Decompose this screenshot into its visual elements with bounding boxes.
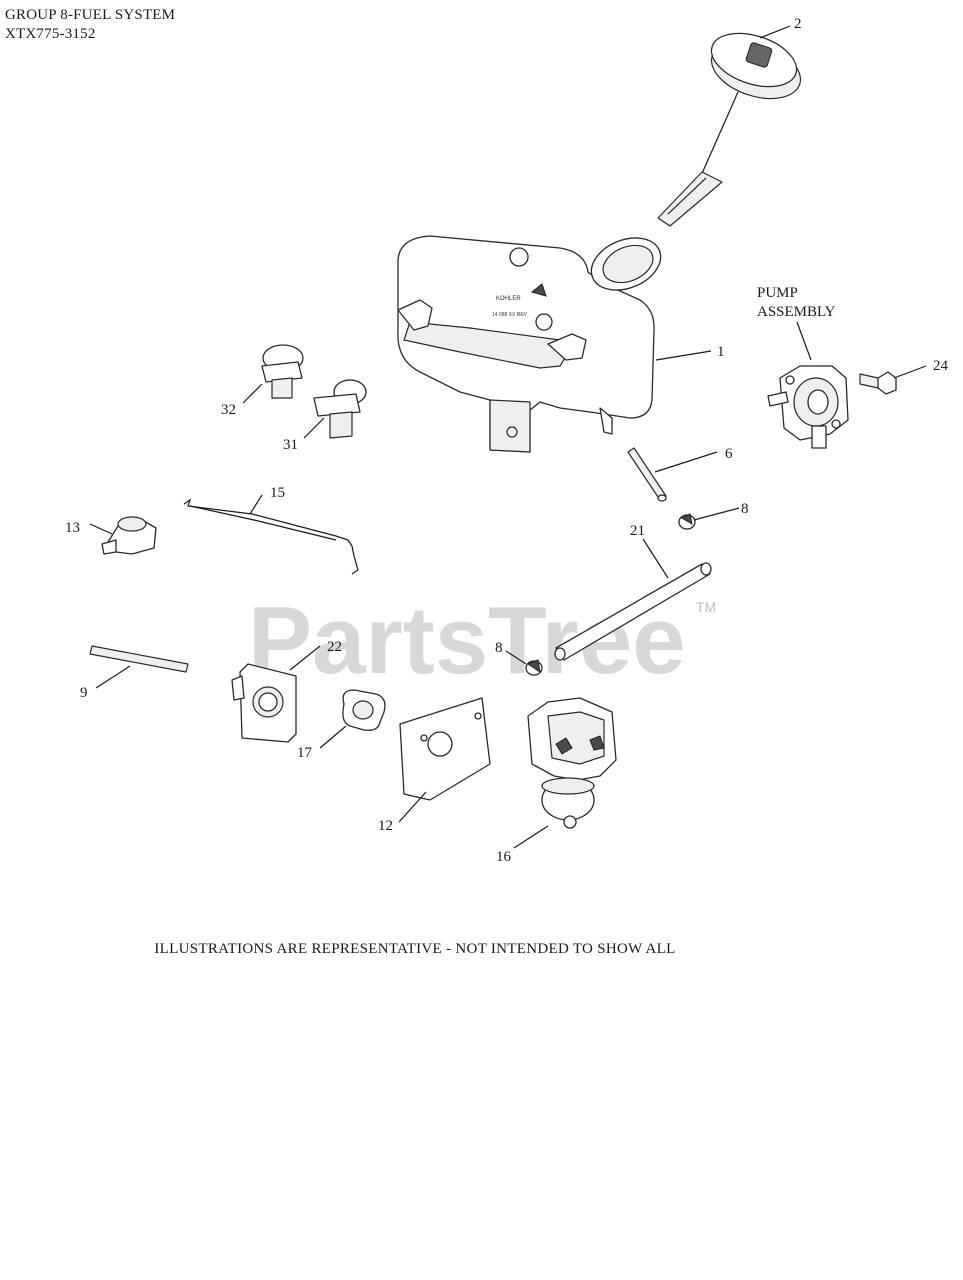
gasket-part[interactable]: [342, 689, 386, 731]
callout-13[interactable]: 13: [65, 520, 80, 536]
leader-lines: [89, 25, 927, 849]
hose-clamp-lower-part[interactable]: [525, 659, 543, 676]
watermark-trademark: TM: [696, 599, 716, 615]
callout-17[interactable]: 17: [297, 745, 313, 761]
svg-text:KOHLER: KOHLER: [496, 296, 521, 302]
callout-8-lower[interactable]: 8: [495, 640, 503, 656]
fuel-hose-part[interactable]: [554, 562, 712, 661]
callout-22[interactable]: 22: [327, 639, 342, 655]
callout-32[interactable]: 32: [221, 402, 236, 418]
pump-assembly-label-line2: ASSEMBLY: [757, 304, 836, 320]
callout-1[interactable]: 1: [717, 344, 725, 360]
disclaimer-note: ILLUSTRATIONS ARE REPRESENTATIVE - NOT I…: [154, 941, 676, 957]
fuel-solenoid-part[interactable]: [101, 516, 157, 555]
callout-21[interactable]: 21: [630, 523, 645, 539]
callout-16[interactable]: 16: [496, 849, 512, 865]
linkage-rod-part[interactable]: [183, 498, 359, 575]
callout-12[interactable]: 12: [378, 818, 393, 834]
pump-assembly-label-line1: PUMP: [757, 285, 798, 301]
callout-6[interactable]: 6: [725, 446, 733, 462]
svg-text:14 088 XX REV: 14 088 XX REV: [492, 312, 528, 318]
carburetor-spacer-part[interactable]: [231, 663, 297, 743]
fuel-shutoff-valve-31-part[interactable]: [313, 379, 367, 439]
callout-8-upper[interactable]: 8: [741, 501, 749, 517]
heat-shield-plate-part[interactable]: [399, 697, 491, 801]
model-number: XTX775-3152: [5, 26, 96, 42]
fuel-shutoff-valve-32-part[interactable]: [261, 344, 304, 399]
callout-2[interactable]: 2: [794, 16, 802, 32]
callout-24[interactable]: 24: [933, 358, 949, 374]
bolt-part[interactable]: [859, 371, 897, 395]
mounting-stud-part[interactable]: [89, 645, 189, 673]
callout-15[interactable]: 15: [270, 485, 285, 501]
diagram-title: GROUP 8-FUEL SYSTEM: [5, 7, 176, 23]
callout-31[interactable]: 31: [283, 437, 298, 453]
carburetor-part[interactable]: [527, 697, 617, 829]
fuel-cap-part[interactable]: [657, 24, 808, 227]
fuel-fitting-part[interactable]: [627, 447, 667, 502]
fuel-pump-assembly-part[interactable]: [767, 365, 849, 449]
callout-9[interactable]: 9: [80, 685, 88, 701]
watermark-text: PartsTree: [248, 587, 686, 694]
hose-clamp-upper-part[interactable]: [678, 513, 696, 530]
fuel-tank-part[interactable]: KOHLER 14 088 XX REV: [397, 228, 669, 453]
